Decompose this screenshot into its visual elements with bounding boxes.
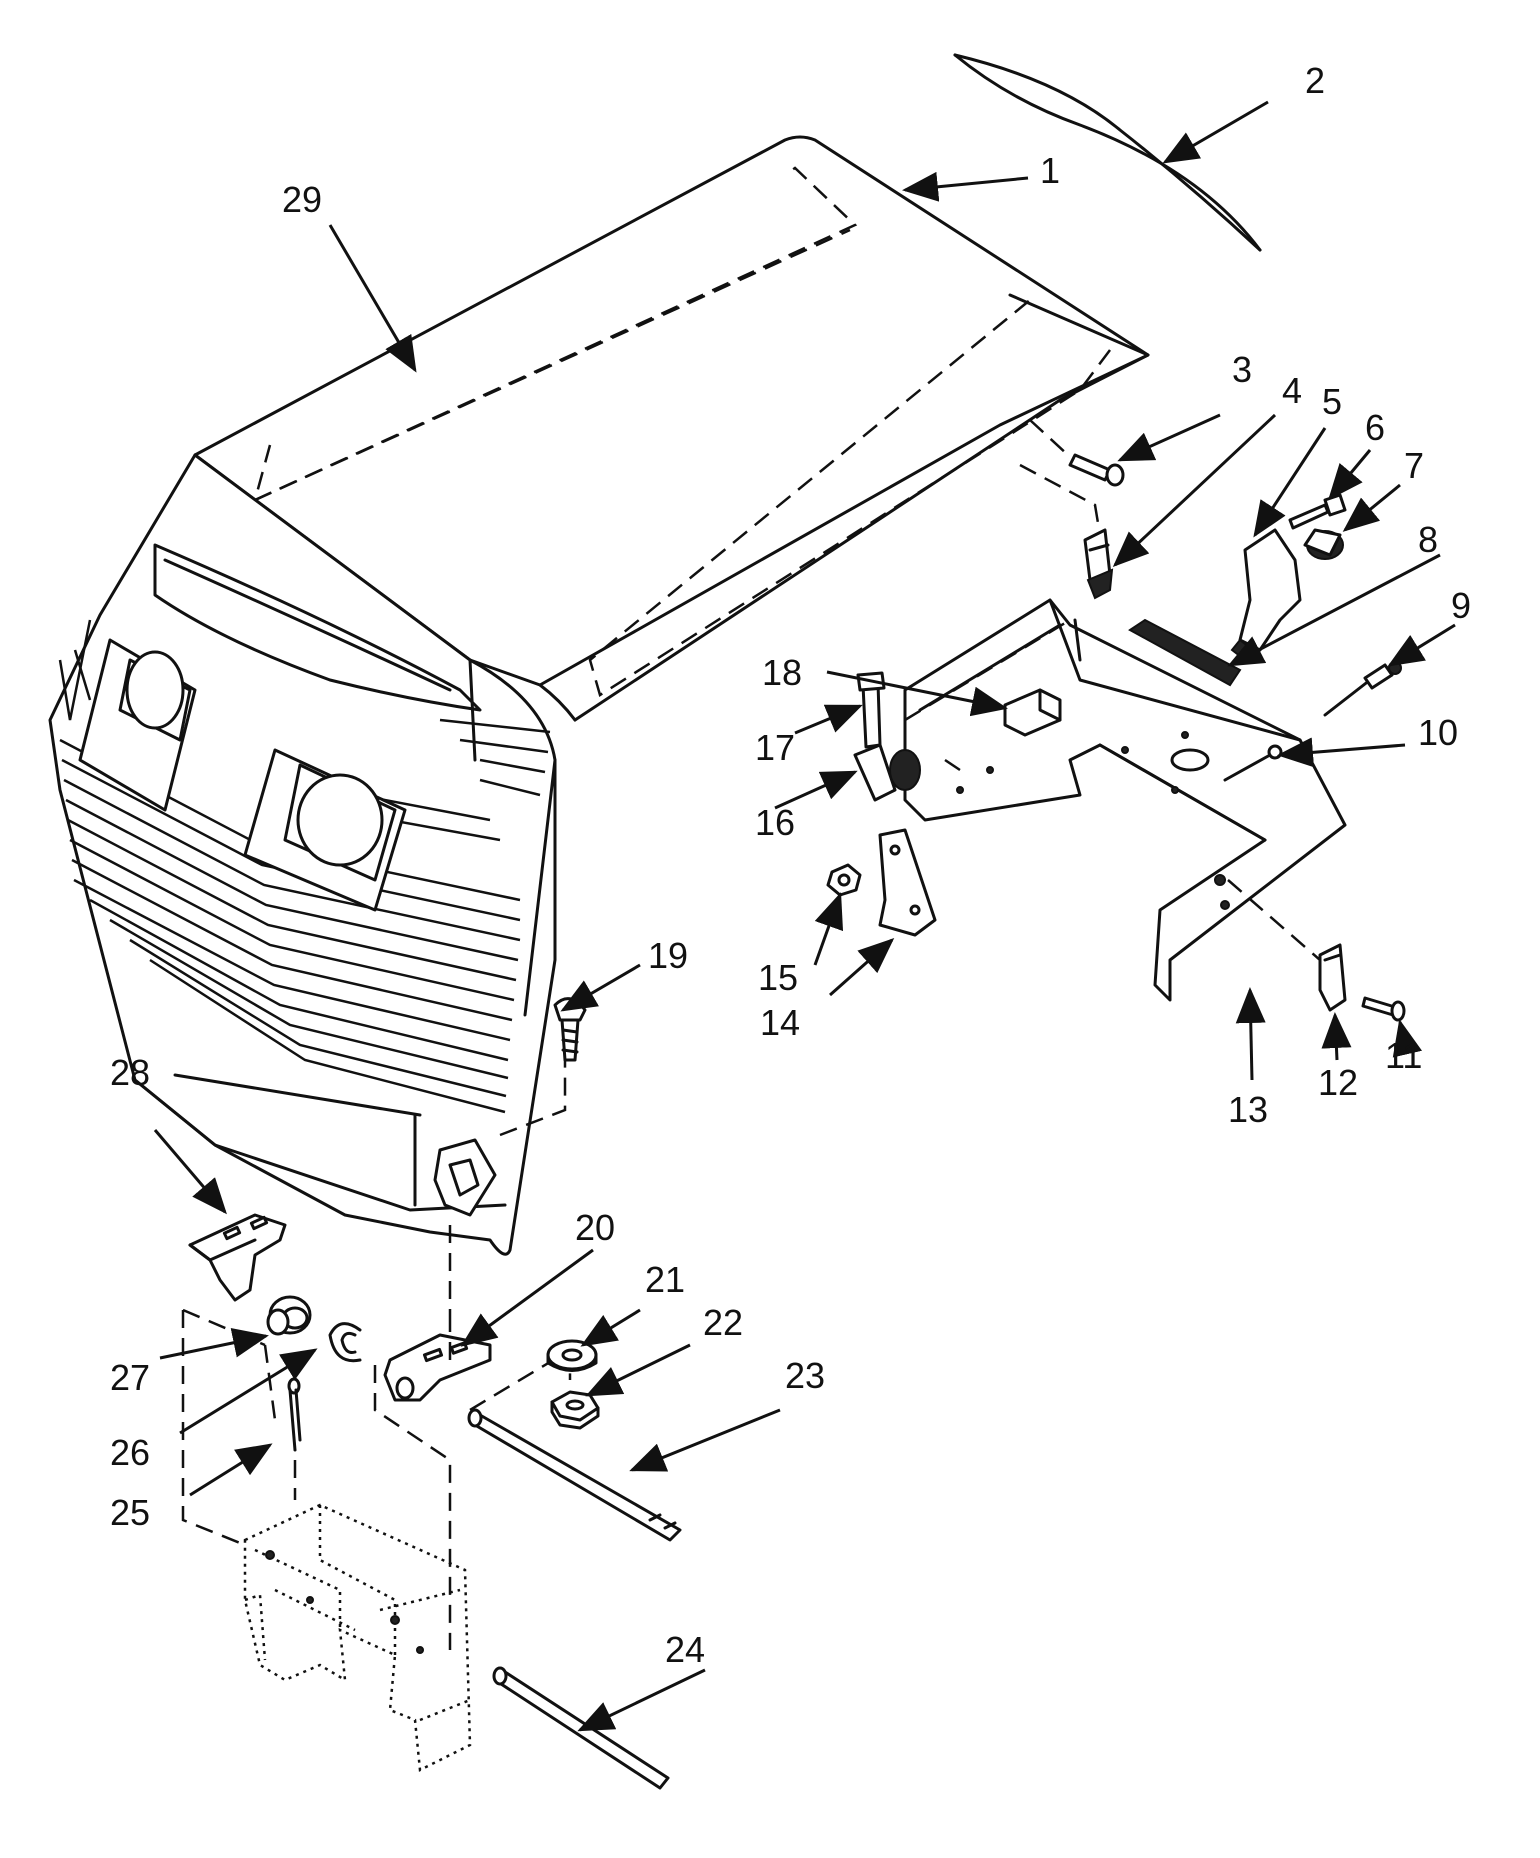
- washer-21: [546, 1339, 598, 1372]
- callout-2: 2: [1305, 60, 1325, 101]
- callout-23: 23: [785, 1355, 825, 1396]
- left-headlight: [78, 638, 197, 812]
- hinge-20: [383, 1333, 492, 1402]
- rubber-strip-8: [1128, 618, 1242, 687]
- callout-27: 27: [110, 1357, 150, 1398]
- callout-25: 25: [110, 1492, 150, 1533]
- callout-12: 12: [1318, 1062, 1358, 1103]
- callout-6: 6: [1365, 407, 1385, 448]
- callout-14: 14: [760, 1002, 800, 1043]
- callout-8: 8: [1418, 519, 1438, 560]
- callout-17: 17: [755, 727, 795, 768]
- mounting-bracket-13: [903, 598, 1347, 1002]
- callout-10: 10: [1418, 712, 1458, 753]
- callout-26: 26: [110, 1432, 150, 1473]
- bolt-19: [553, 997, 587, 1062]
- callout-29: 29: [282, 179, 322, 220]
- cotter-pin-25: [287, 1377, 302, 1452]
- nut-15: [826, 863, 862, 897]
- callouts: 1 2 3 4 5 6 7 8 9 10 11 12 13 14 15 16 1…: [110, 60, 1471, 1670]
- callout-18: 18: [762, 652, 802, 693]
- bushing-27: [266, 1295, 312, 1336]
- callout-15: 15: [758, 957, 798, 998]
- retaining-ring-26: [328, 1322, 362, 1363]
- hood: [48, 135, 1150, 1320]
- latch-plate-4: [1083, 528, 1114, 600]
- callout-16: 16: [755, 802, 795, 843]
- hood-latch: [433, 1138, 497, 1217]
- callout-28: 28: [110, 1052, 150, 1093]
- frame-reference: [243, 1503, 472, 1772]
- bracket-18: [1003, 688, 1062, 737]
- callout-13: 13: [1228, 1089, 1268, 1130]
- callout-3: 3: [1232, 349, 1252, 390]
- callout-1: 1: [1040, 150, 1060, 191]
- bolt-6: [1288, 493, 1347, 530]
- callout-22: 22: [703, 1302, 743, 1343]
- callout-4: 4: [1282, 370, 1302, 411]
- callout-11: 11: [1385, 1035, 1422, 1076]
- clip-12: [1318, 943, 1347, 1012]
- rod-23: [467, 1408, 682, 1542]
- decal-outline: [253, 166, 858, 503]
- hex-nut-22: [550, 1390, 600, 1430]
- hinge-bracket-28: [188, 1213, 287, 1302]
- callout-21: 21: [645, 1259, 685, 1300]
- roller-16: [853, 743, 921, 802]
- bracket-5: [1230, 528, 1302, 662]
- cable-end-9: [1323, 661, 1402, 717]
- knob-7: [1303, 528, 1344, 560]
- plate-14: [878, 828, 937, 937]
- bolt-11: [1227, 879, 1406, 1022]
- callout-19: 19: [648, 935, 688, 976]
- callout-24: 24: [665, 1629, 705, 1670]
- leader-lines: [153, 100, 1456, 1732]
- assembly-lines: [181, 1308, 572, 1650]
- callout-9: 9: [1451, 585, 1471, 626]
- callout-20: 20: [575, 1207, 615, 1248]
- decal-strip: [953, 53, 1262, 252]
- callout-5: 5: [1322, 381, 1342, 422]
- right-headlight: [243, 748, 407, 912]
- callout-7: 7: [1404, 445, 1424, 486]
- pin-3: [1029, 419, 1125, 487]
